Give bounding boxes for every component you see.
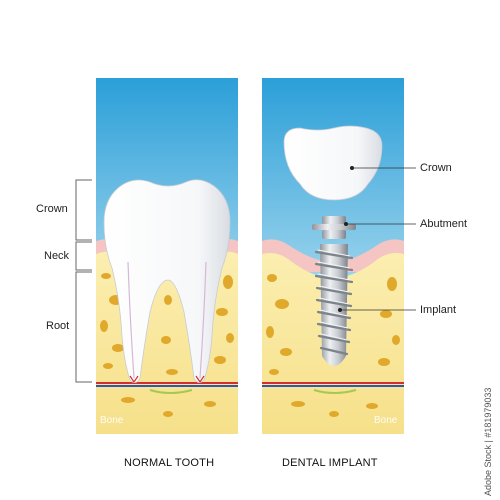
bone-spots <box>266 274 400 417</box>
root-vessel <box>195 375 205 383</box>
neck-bracket <box>75 241 92 271</box>
crown-label-right: Crown <box>420 162 452 174</box>
dental-implant-caption: DENTAL IMPLANT <box>282 457 378 469</box>
root-canal <box>127 261 135 379</box>
leader-lines <box>340 167 416 311</box>
crown-bracket <box>75 179 92 241</box>
root-label: Root <box>46 320 70 332</box>
root-canal <box>199 261 207 379</box>
natural-tooth <box>103 179 231 383</box>
dental-implant-panel <box>262 78 404 434</box>
implant-screw <box>314 244 354 366</box>
nerve <box>149 389 193 394</box>
gum <box>262 239 404 272</box>
nerve <box>313 389 357 394</box>
root-vessel <box>129 375 139 383</box>
left-brackets <box>75 179 92 383</box>
bone-spots <box>100 273 234 417</box>
crown-label-left: Crown <box>36 203 68 215</box>
leader-dots <box>338 166 354 312</box>
implant-label: Implant <box>420 304 457 316</box>
abutment <box>312 216 356 239</box>
normal-tooth-panel <box>96 78 238 434</box>
bone-label-right: Bone <box>374 415 398 426</box>
bone-label-left: Bone <box>100 415 124 426</box>
normal-tooth-caption: NORMAL TOOTH <box>124 457 215 469</box>
abutment-label: Abutment <box>420 218 468 230</box>
neck-label: Neck <box>44 250 70 262</box>
stock-watermark: Adobe Stock | #181979033 <box>483 387 493 496</box>
root-bracket <box>75 271 92 383</box>
implant-crown <box>283 125 383 201</box>
